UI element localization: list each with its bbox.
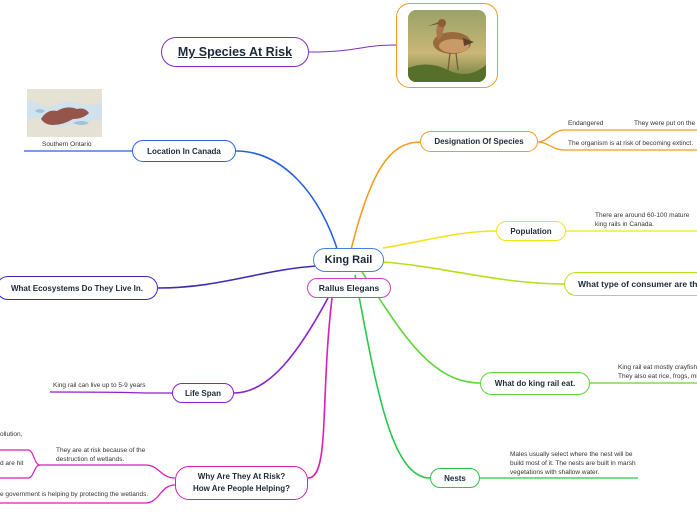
nests-label: Nests: [444, 473, 466, 483]
put-on-note: They were put on the e: [634, 120, 697, 127]
risk-wetlands-note-2: destruction of wetlands.: [56, 456, 125, 463]
location-node[interactable]: Location In Canada: [132, 140, 236, 162]
lifespan-note: King rail can live up to 5-9 years: [53, 382, 146, 389]
population-note-1: There are around 60-100 mature: [595, 212, 690, 219]
eat-node[interactable]: What do king rail eat.: [480, 372, 590, 395]
link-ecosystems: [157, 265, 317, 289]
link-consumer: [382, 261, 565, 285]
risk-helping-note: e government is helping by protecting th…: [0, 491, 149, 498]
risk-label-2: How Are People Helping?: [192, 484, 291, 493]
lifespan-label: Life Span: [184, 388, 221, 398]
risk-wetlands-note-1: They are at risk because of the: [56, 447, 146, 454]
nests-note-2: build most of it. The nests are built in…: [510, 460, 636, 467]
central-topic[interactable]: King Rail: [313, 248, 384, 272]
ecosystems-label: What Ecosystems Do They Live In.: [10, 283, 144, 293]
link-risk: [307, 297, 333, 479]
king-rail-photo: [408, 10, 486, 82]
designation-node[interactable]: Designation Of Species: [420, 131, 538, 152]
risk-hit-note: d are hit: [0, 460, 24, 467]
population-node[interactable]: Population: [496, 221, 566, 241]
title-image-link: [307, 44, 397, 53]
link-location: [235, 150, 341, 259]
endangered-note: Endangered: [568, 120, 604, 127]
designation-label: Designation Of Species: [434, 137, 524, 146]
subtitle-node[interactable]: Rallus Elegans: [307, 278, 391, 298]
bird-photo-frame: [396, 3, 498, 88]
consumer-label: What type of consumer are the: [578, 279, 697, 289]
subtitle-label: Rallus Elegans: [318, 283, 380, 293]
link-designation: [348, 141, 421, 259]
title-text: My Species At Risk: [177, 45, 293, 59]
population-label: Population: [510, 226, 552, 236]
ecosystems-node[interactable]: What Ecosystems Do They Live In.: [0, 276, 158, 300]
risk-pollution-note: ollution,: [0, 431, 23, 438]
risk-label-1: Why Are They At Risk?: [197, 472, 286, 481]
location-label: Location In Canada: [147, 146, 221, 156]
eat-label: What do king rail eat.: [494, 379, 576, 388]
link-nests: [354, 274, 431, 479]
central-topic-label: King Rail: [324, 254, 373, 266]
definition-note: The organism is at risk of becoming exti…: [568, 140, 693, 147]
nests-note-3: vegetations with shallow water.: [510, 469, 600, 476]
eat-note-2: They also eat rice, frogs, mic: [618, 373, 697, 380]
map-caption: Southern Ontario: [42, 141, 92, 148]
nests-note-1: Males usually select where the nest will…: [510, 451, 633, 458]
link-population: [382, 230, 497, 249]
consumer-node[interactable]: What type of consumer are the: [564, 272, 697, 296]
eat-note-1: King rail eat mostly crayfish a: [618, 364, 697, 371]
title-node[interactable]: My Species At Risk: [161, 37, 309, 67]
population-note-2: king rails in Canada.: [595, 221, 654, 228]
link-lifespan: [233, 297, 329, 394]
risk-node[interactable]: Why Are They At Risk? How Are People Hel…: [175, 466, 308, 500]
lifespan-node[interactable]: Life Span: [172, 383, 234, 403]
nests-node[interactable]: Nests: [430, 468, 480, 488]
ontario-map: [27, 89, 102, 137]
